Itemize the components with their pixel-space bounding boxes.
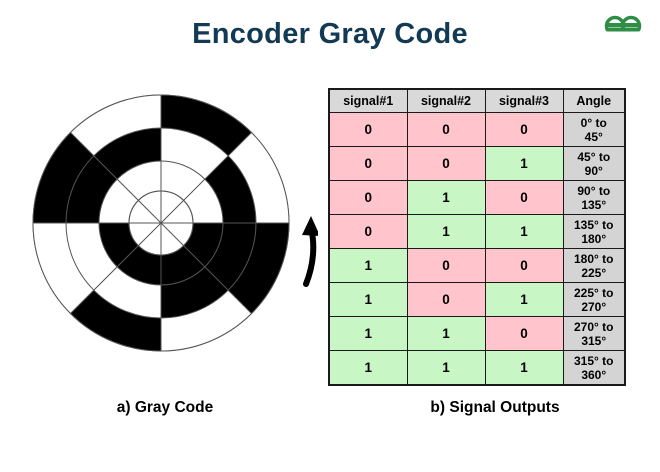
- cell-signal3: 1: [484, 146, 564, 181]
- angle-to: 360°: [581, 367, 607, 382]
- cell-signal1: 1: [328, 350, 408, 386]
- geeksforgeeks-logo: [604, 15, 642, 37]
- angle-from: 90° to: [577, 183, 611, 198]
- table-header-row: signal#1 signal#2 signal#3 Angle: [328, 88, 626, 113]
- cell-signal2: 0: [406, 282, 486, 317]
- angle-to: 180°: [581, 231, 607, 246]
- figure-b-caption: b) Signal Outputs: [430, 399, 560, 416]
- angle-to: 135°: [581, 197, 607, 212]
- col-header-signal1: signal#1: [328, 88, 408, 113]
- cell-signal1: 1: [328, 316, 408, 351]
- rotation-arrow-icon: [302, 216, 318, 287]
- angle-from: 0° to: [580, 115, 607, 130]
- angle-from: 45° to: [577, 149, 611, 164]
- angle-from: 135° to: [574, 217, 614, 232]
- cell-signal3: 1: [484, 282, 564, 317]
- cell-signal3: 0: [484, 316, 564, 351]
- cell-signal2: 0: [406, 248, 486, 283]
- encoder-disc-figure: [18, 88, 318, 368]
- col-header-angle: Angle: [562, 88, 626, 113]
- cell-signal2: 1: [406, 316, 486, 351]
- angle-from: 180° to: [574, 251, 614, 266]
- angle-to: 270°: [581, 299, 607, 314]
- cell-signal3: 0: [484, 180, 564, 215]
- gray-code-disc-diagram: [32, 94, 318, 352]
- angle-from: 225° to: [574, 285, 614, 300]
- cell-signal2: 1: [406, 180, 486, 215]
- cell-signal3: 0: [484, 112, 564, 147]
- angle-to: 90°: [584, 163, 603, 178]
- col-header-signal2: signal#2: [406, 88, 486, 113]
- cell-signal2: 0: [406, 112, 486, 147]
- angle-from: 315° to: [574, 353, 614, 368]
- col-header-signal3: signal#3: [484, 88, 564, 113]
- cell-signal1: 0: [328, 112, 408, 147]
- angle-to: 45°: [584, 129, 603, 144]
- figure-a-caption: a) Gray Code: [116, 399, 214, 416]
- cell-signal1: 0: [328, 214, 408, 249]
- cell-signal1: 0: [328, 146, 408, 181]
- cell-signal3: 1: [484, 350, 564, 386]
- cell-signal1: 1: [328, 282, 408, 317]
- angle-to: 315°: [581, 333, 607, 348]
- cell-signal3: 1: [484, 214, 564, 249]
- cell-signal2: 1: [406, 350, 486, 386]
- cell-signal2: 1: [406, 214, 486, 249]
- cell-signal2: 0: [406, 146, 486, 181]
- cell-signal3: 0: [484, 248, 564, 283]
- cell-signal1: 1: [328, 248, 408, 283]
- angle-to: 225°: [581, 265, 607, 280]
- page-title: Encoder Gray Code: [192, 18, 468, 50]
- angle-from: 270° to: [574, 319, 614, 334]
- cell-signal1: 0: [328, 180, 408, 215]
